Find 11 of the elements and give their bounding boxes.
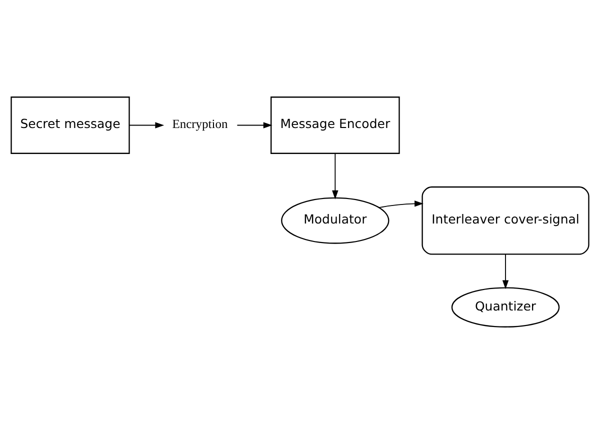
node-box: Message Encoder bbox=[270, 96, 400, 154]
arrow bbox=[332, 152, 338, 199]
node-ellipse: Quantizer bbox=[451, 286, 560, 327]
node-box: Interleaver cover-signal bbox=[422, 186, 590, 254]
arrow bbox=[236, 122, 272, 128]
arrow bbox=[502, 253, 509, 289]
node-ellipse: Modulator bbox=[281, 196, 390, 244]
node-text: Encryption bbox=[172, 116, 228, 131]
arrow bbox=[378, 200, 424, 208]
arrow bbox=[128, 122, 164, 128]
node-box: Secret message bbox=[10, 96, 130, 154]
